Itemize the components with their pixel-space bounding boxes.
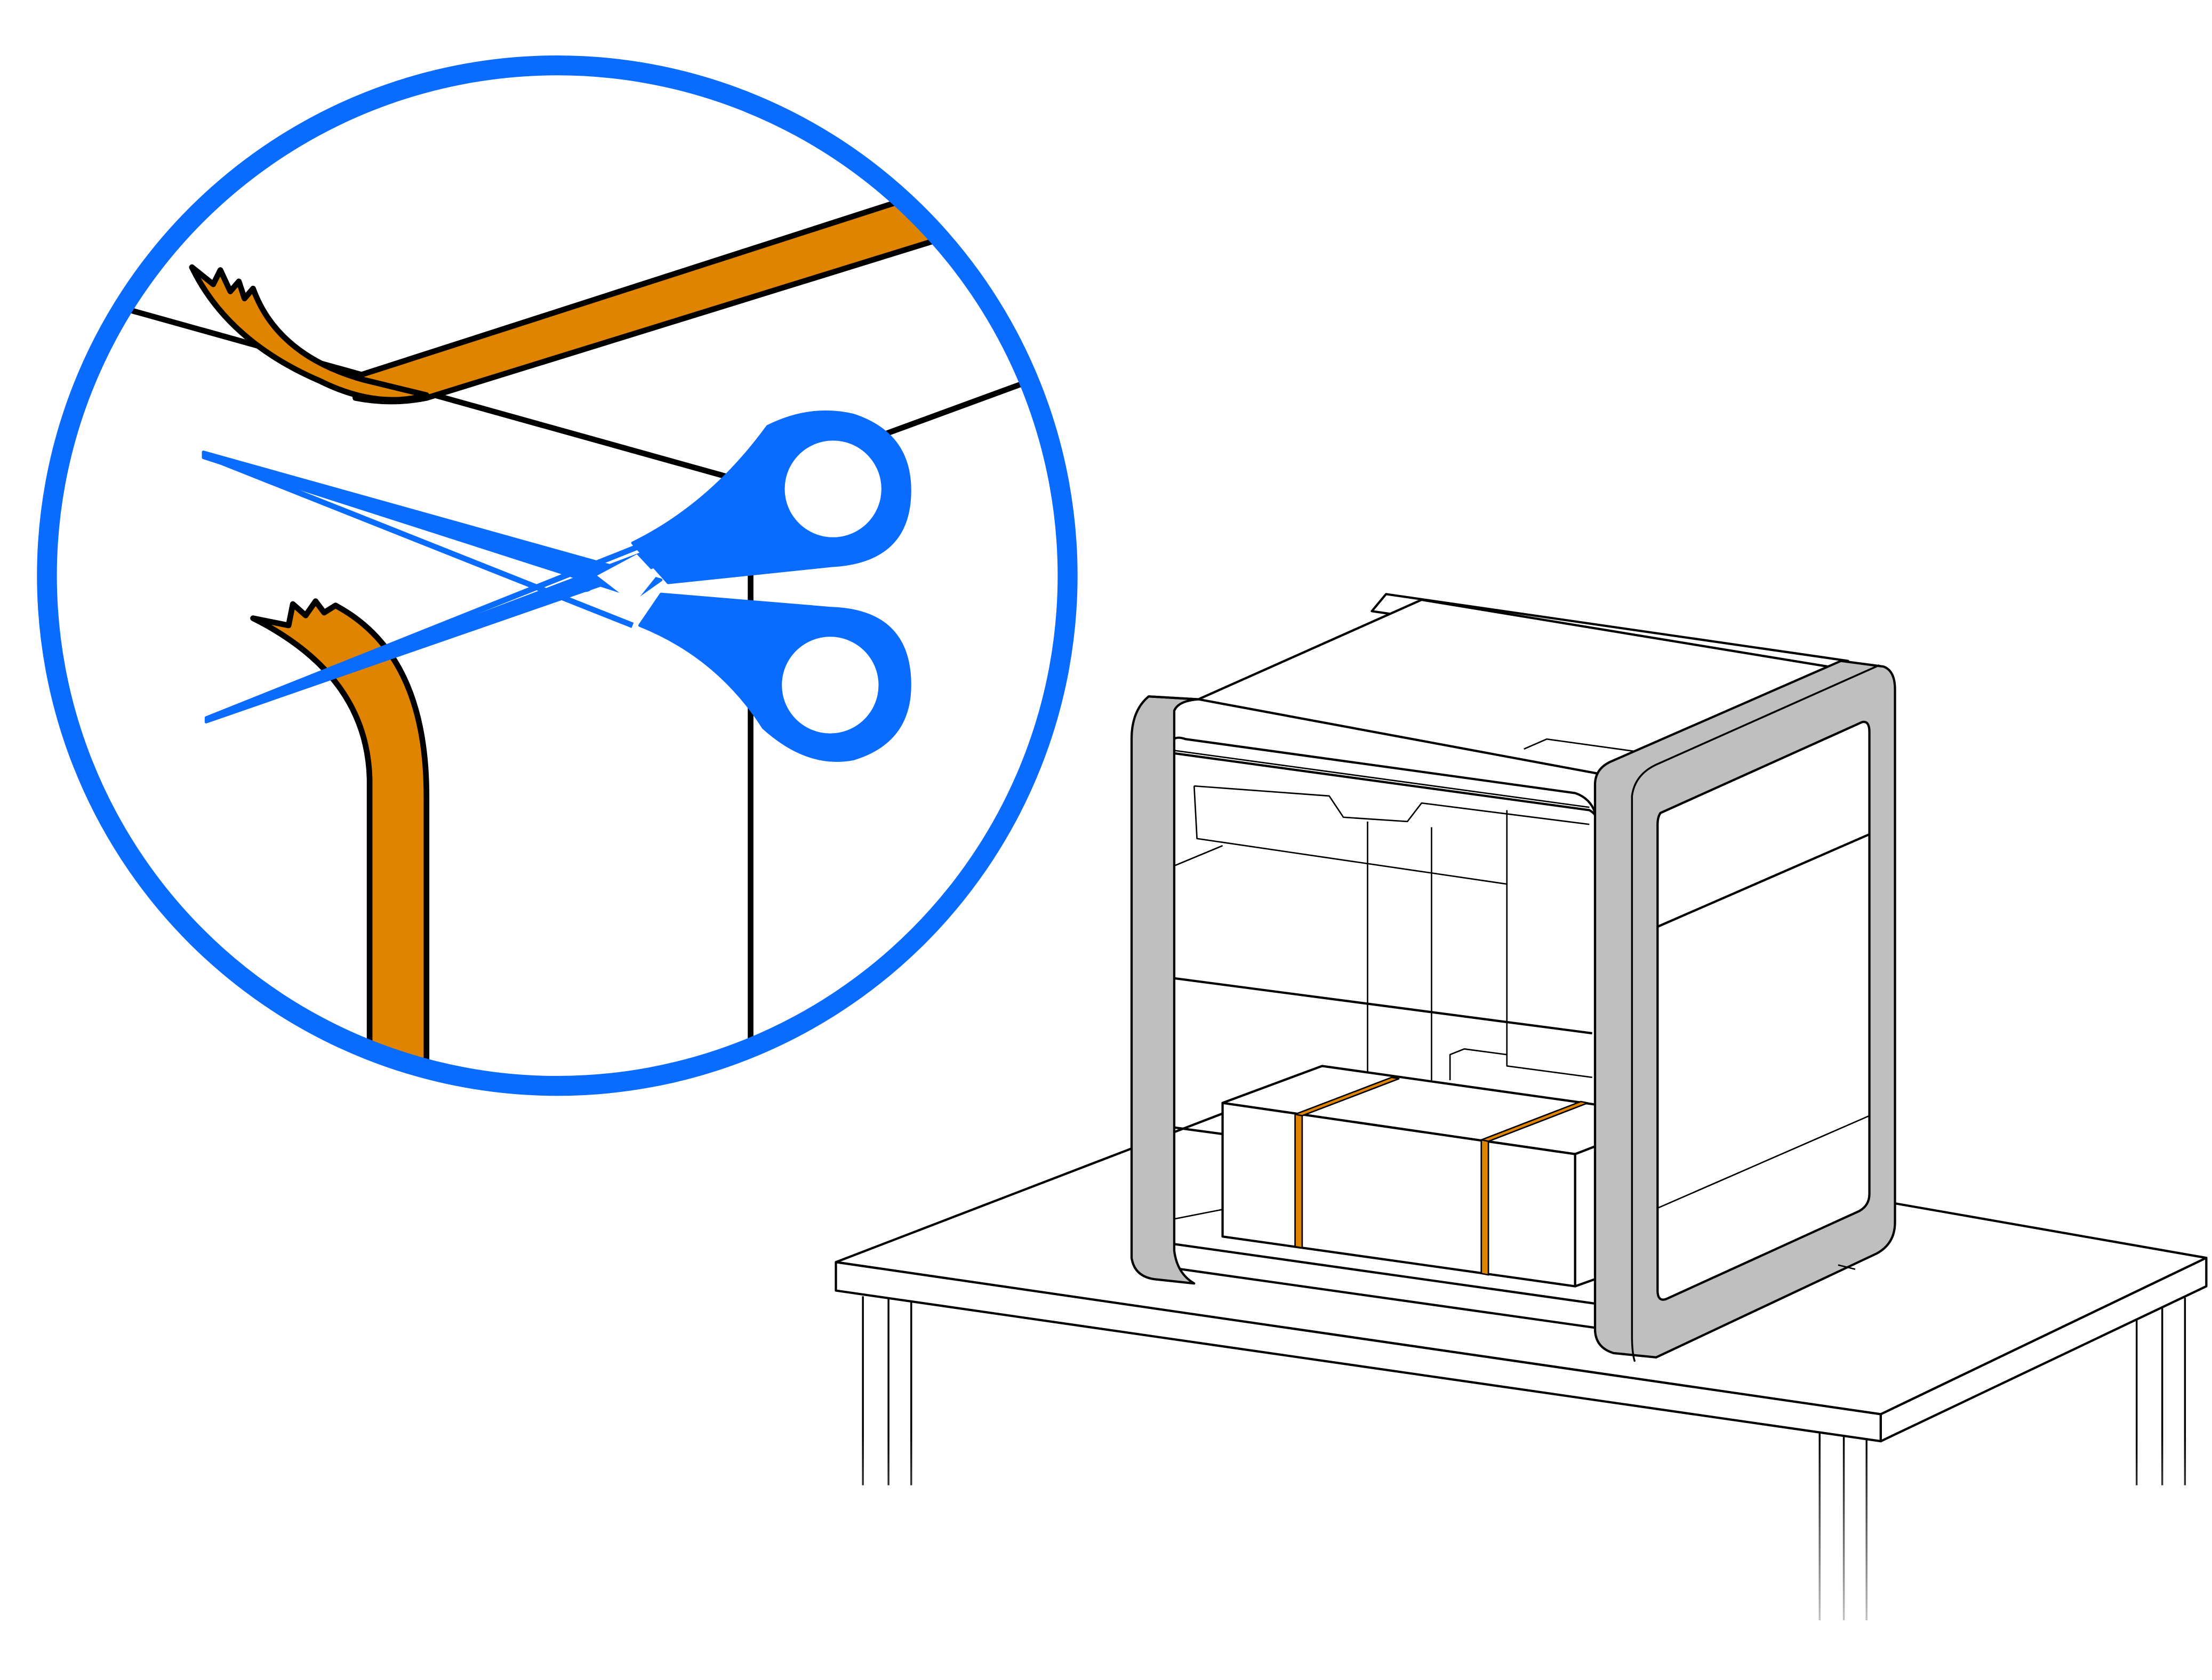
scissors-pivot <box>578 576 594 592</box>
callout-zoom <box>37 55 1078 1096</box>
box-strap <box>1294 1076 1400 1249</box>
scissors-icon <box>202 410 911 762</box>
enclosure-left-frame <box>1130 695 1200 1285</box>
table-right-edge <box>1879 1257 2208 1443</box>
cut-strap-torn-end <box>189 264 430 403</box>
enclosure-right-window <box>1656 720 1871 1301</box>
box-strap <box>1480 1100 1589 1276</box>
callout-ring <box>37 55 1078 1096</box>
table-leg-fade <box>838 1435 2212 1680</box>
printer-enclosure <box>1130 593 1896 1362</box>
enclosure-mid-rail <box>1171 976 1592 1035</box>
